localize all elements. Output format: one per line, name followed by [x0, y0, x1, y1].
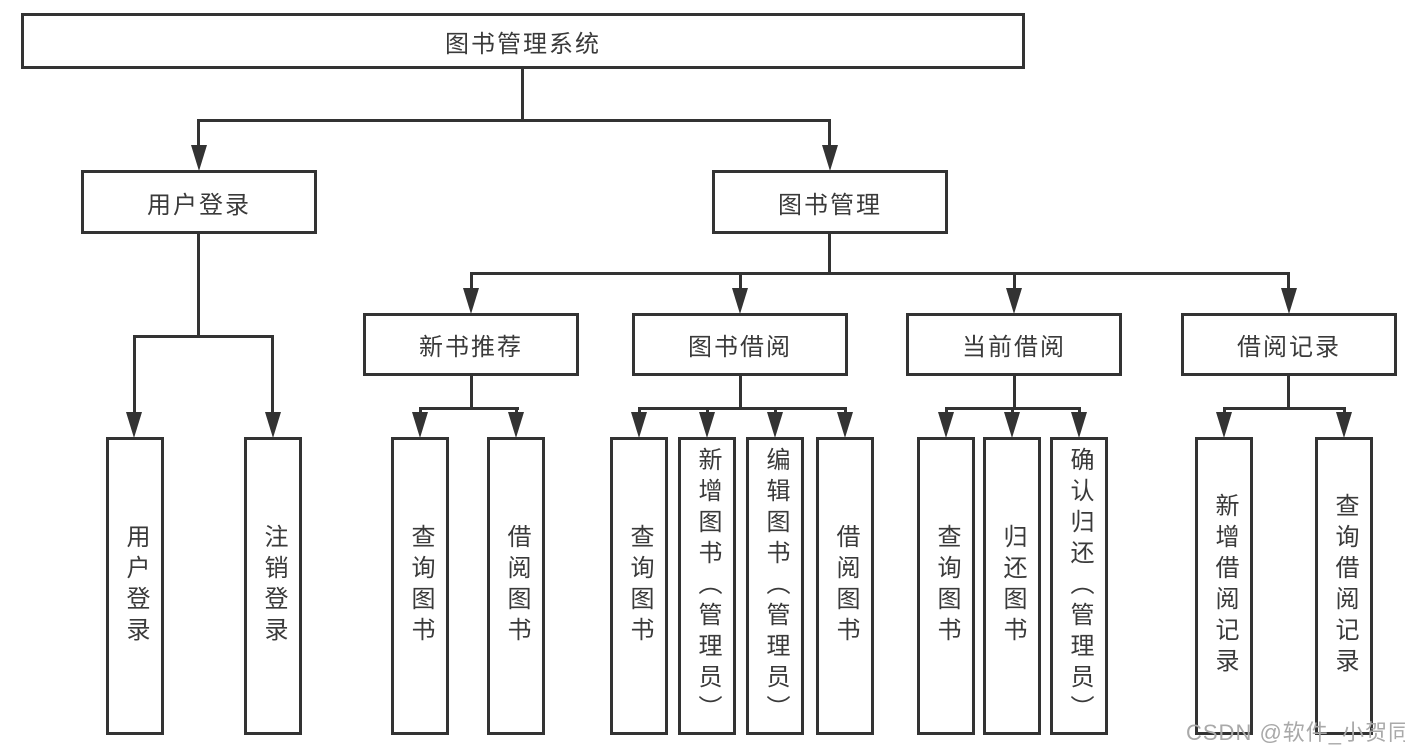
arrow-down-icon: [938, 412, 954, 438]
leaf-edit-book-admin: 编辑图书（管理员）: [746, 437, 804, 735]
connector-split: [1223, 407, 1346, 410]
arrow-down-icon: [1281, 288, 1297, 314]
connector-level1-split: [197, 119, 831, 122]
arrow-down-icon: [837, 412, 853, 438]
connector-parent-down: [470, 375, 473, 410]
leaf-confirm-return-admin: 确认归还（管理员）: [1050, 437, 1108, 735]
arrow-down-icon: [265, 412, 281, 438]
node-label: 注销登录: [260, 524, 287, 648]
connector-book-mgmt-down: [828, 234, 831, 275]
connector-split: [419, 407, 519, 410]
node-label: 查询图书: [933, 524, 960, 648]
connector-parent-down: [1287, 375, 1290, 410]
node-label: 用户登录: [122, 524, 149, 648]
leaf-logout: 注销登录: [244, 437, 302, 735]
node-label: 确认归还（管理员）: [1066, 446, 1093, 726]
connector-user-login-down: [197, 234, 200, 338]
node-label: 查询图书: [626, 524, 653, 648]
leaf-borrow-books: 借阅图书: [816, 437, 874, 735]
node-label: 借阅图书: [832, 524, 859, 648]
node-borrowing-records: 借阅记录: [1181, 313, 1397, 376]
arrow-down-icon: [1216, 412, 1232, 438]
node-library-management-system: 图书管理系统: [21, 13, 1025, 69]
arrow-down-icon: [1004, 412, 1020, 438]
node-label: 查询借阅记录: [1331, 493, 1358, 679]
arrow-down-icon: [822, 145, 838, 171]
node-new-book-recommendation: 新书推荐: [363, 313, 579, 376]
arrow-down-icon: [732, 288, 748, 314]
connector-root-down: [521, 66, 524, 122]
node-current-borrowing: 当前借阅: [906, 313, 1122, 376]
arrow-down-icon: [463, 288, 479, 314]
node-label: 新增借阅记录: [1211, 493, 1238, 679]
connector-stem: [739, 272, 742, 294]
arrow-down-icon: [1006, 288, 1022, 314]
connector-stem: [271, 335, 274, 415]
arrow-down-icon: [1336, 412, 1352, 438]
connector-stem: [1013, 272, 1016, 294]
arrow-down-icon: [631, 412, 647, 438]
connector-parent-down: [739, 375, 742, 410]
leaf-query-books-borrow: 查询图书: [610, 437, 668, 735]
node-label: 图书借阅: [688, 334, 792, 361]
node-user-login: 用户登录: [81, 170, 317, 234]
connector-level2-split: [470, 272, 1290, 275]
arrow-down-icon: [126, 412, 142, 438]
node-label: 编辑图书（管理员）: [762, 446, 789, 726]
connector-stem: [133, 335, 136, 415]
connector-to-book-management: [828, 119, 831, 149]
connector-to-user-login: [197, 119, 200, 149]
arrow-down-icon: [699, 412, 715, 438]
node-book-borrowing: 图书借阅: [632, 313, 848, 376]
connector-split: [638, 407, 847, 410]
node-label: 新增图书（管理员）: [694, 446, 721, 726]
node-label: 查询图书: [407, 524, 434, 648]
node-label: 借阅记录: [1237, 334, 1341, 361]
arrow-down-icon: [412, 412, 428, 438]
node-label: 当前借阅: [962, 334, 1066, 361]
node-label: 图书管理: [778, 191, 882, 219]
node-label: 用户登录: [147, 191, 251, 219]
connector-stem: [470, 272, 473, 294]
leaf-query-borrow-record: 查询借阅记录: [1315, 437, 1373, 735]
arrow-down-icon: [191, 145, 207, 171]
node-label: 归还图书: [999, 524, 1026, 648]
node-label: 图书管理系统: [445, 30, 601, 58]
leaf-user-login: 用户登录: [106, 437, 164, 735]
leaf-add-book-admin: 新增图书（管理员）: [678, 437, 736, 735]
node-book-management: 图书管理: [712, 170, 948, 234]
connector-stem: [1287, 272, 1290, 294]
node-label: 借阅图书: [503, 524, 530, 648]
arrow-down-icon: [508, 412, 524, 438]
leaf-return-book: 归还图书: [983, 437, 1041, 735]
csdn-watermark: CSDN @软件_小贺同学: [1186, 720, 1405, 745]
connector-parent-down: [1013, 375, 1016, 410]
leaf-query-books-recommend: 查询图书: [391, 437, 449, 735]
arrow-down-icon: [1071, 412, 1087, 438]
leaf-query-books-current: 查询图书: [917, 437, 975, 735]
arrow-down-icon: [767, 412, 783, 438]
leaf-borrow-books-recommend: 借阅图书: [487, 437, 545, 735]
connector-user-login-split: [133, 335, 274, 338]
leaf-add-borrow-record: 新增借阅记录: [1195, 437, 1253, 735]
node-label: 新书推荐: [419, 334, 523, 361]
